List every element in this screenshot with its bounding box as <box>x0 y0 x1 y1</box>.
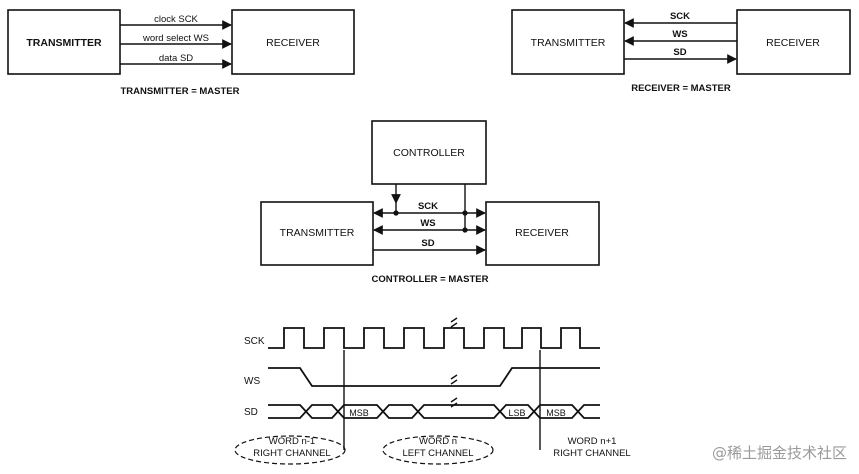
caption-2: RECEIVER = MASTER <box>631 83 731 94</box>
receiver-box-2 <box>736 9 851 75</box>
sck-label-2: SCK <box>670 11 690 22</box>
sd-msb-label-2: MSB <box>546 408 566 418</box>
sck-label-3: SCK <box>418 201 438 212</box>
receiver-label-1: RECEIVER <box>266 37 320 49</box>
receiver-label-3: RECEIVER <box>515 227 569 239</box>
sd-label-3: SD <box>421 238 434 249</box>
word-next-line1: WORD n+1 <box>568 436 617 447</box>
diagram-transmitter-master: TRANSMITTER RECEIVER clock SCK word sele… <box>7 9 355 97</box>
transmitter-label-3: TRANSMITTER <box>280 227 355 239</box>
sd-msb-label-1: MSB <box>349 408 369 418</box>
receiver-box-3 <box>485 201 600 266</box>
caption-1: TRANSMITTER = MASTER <box>120 86 239 97</box>
ws-label-1: word select WS <box>142 33 209 44</box>
diagram-receiver-master: TRANSMITTER RECEIVER SCK WS SD RECEIVER … <box>511 9 851 94</box>
transmitter-box-1 <box>7 9 121 75</box>
transmitter-box-3 <box>260 201 374 266</box>
transmitter-label-2: TRANSMITTER <box>531 37 606 49</box>
transmitter-label-1: TRANSMITTER <box>26 37 102 49</box>
word-cur-line2: LEFT CHANNEL <box>402 448 473 459</box>
ws-label-3: WS <box>420 218 435 229</box>
receiver-box-1 <box>231 9 355 75</box>
word-next-line2: RIGHT CHANNEL <box>553 448 630 459</box>
sck-junction <box>393 210 399 216</box>
word-cur-ellipse <box>382 435 494 465</box>
diagram-controller-master: CONTROLLER TRANSMITTER RECEIVER SCK WS S… <box>260 120 600 285</box>
controller-label: CONTROLLER <box>393 147 465 159</box>
receiver-label-2: RECEIVER <box>766 37 820 49</box>
sd-label-2: SD <box>673 47 686 58</box>
word-prev-line2: RIGHT CHANNEL <box>253 448 330 459</box>
sd-label-1: data SD <box>159 53 193 64</box>
caption-3: CONTROLLER = MASTER <box>372 274 489 285</box>
word-prev-ellipse <box>234 435 346 465</box>
sck-label-1: clock SCK <box>154 14 198 25</box>
ws-label-2: WS <box>672 29 687 40</box>
row-label-sck: SCK <box>244 336 265 347</box>
time-break-marks <box>450 317 458 408</box>
sck-junction-2 <box>462 210 468 216</box>
ws-junction <box>462 227 468 233</box>
row-label-sd: SD <box>244 407 258 418</box>
sd-waveform <box>268 404 600 419</box>
word-cur-line1: WORD n <box>419 436 457 447</box>
watermark-text: @稀土掘金技术社区 <box>712 444 847 462</box>
controller-box <box>371 120 487 185</box>
sck-waveform <box>268 327 600 349</box>
sd-lsb-label: LSB <box>508 408 525 418</box>
timing-diagram: SCK WS SD MSB LSB MSB WORD n-1 RIGHT CHA… <box>234 317 631 465</box>
ws-waveform <box>268 367 600 387</box>
word-prev-line1: WORD n-1 <box>269 436 315 447</box>
transmitter-box-2 <box>511 9 625 75</box>
row-label-ws: WS <box>244 376 260 387</box>
